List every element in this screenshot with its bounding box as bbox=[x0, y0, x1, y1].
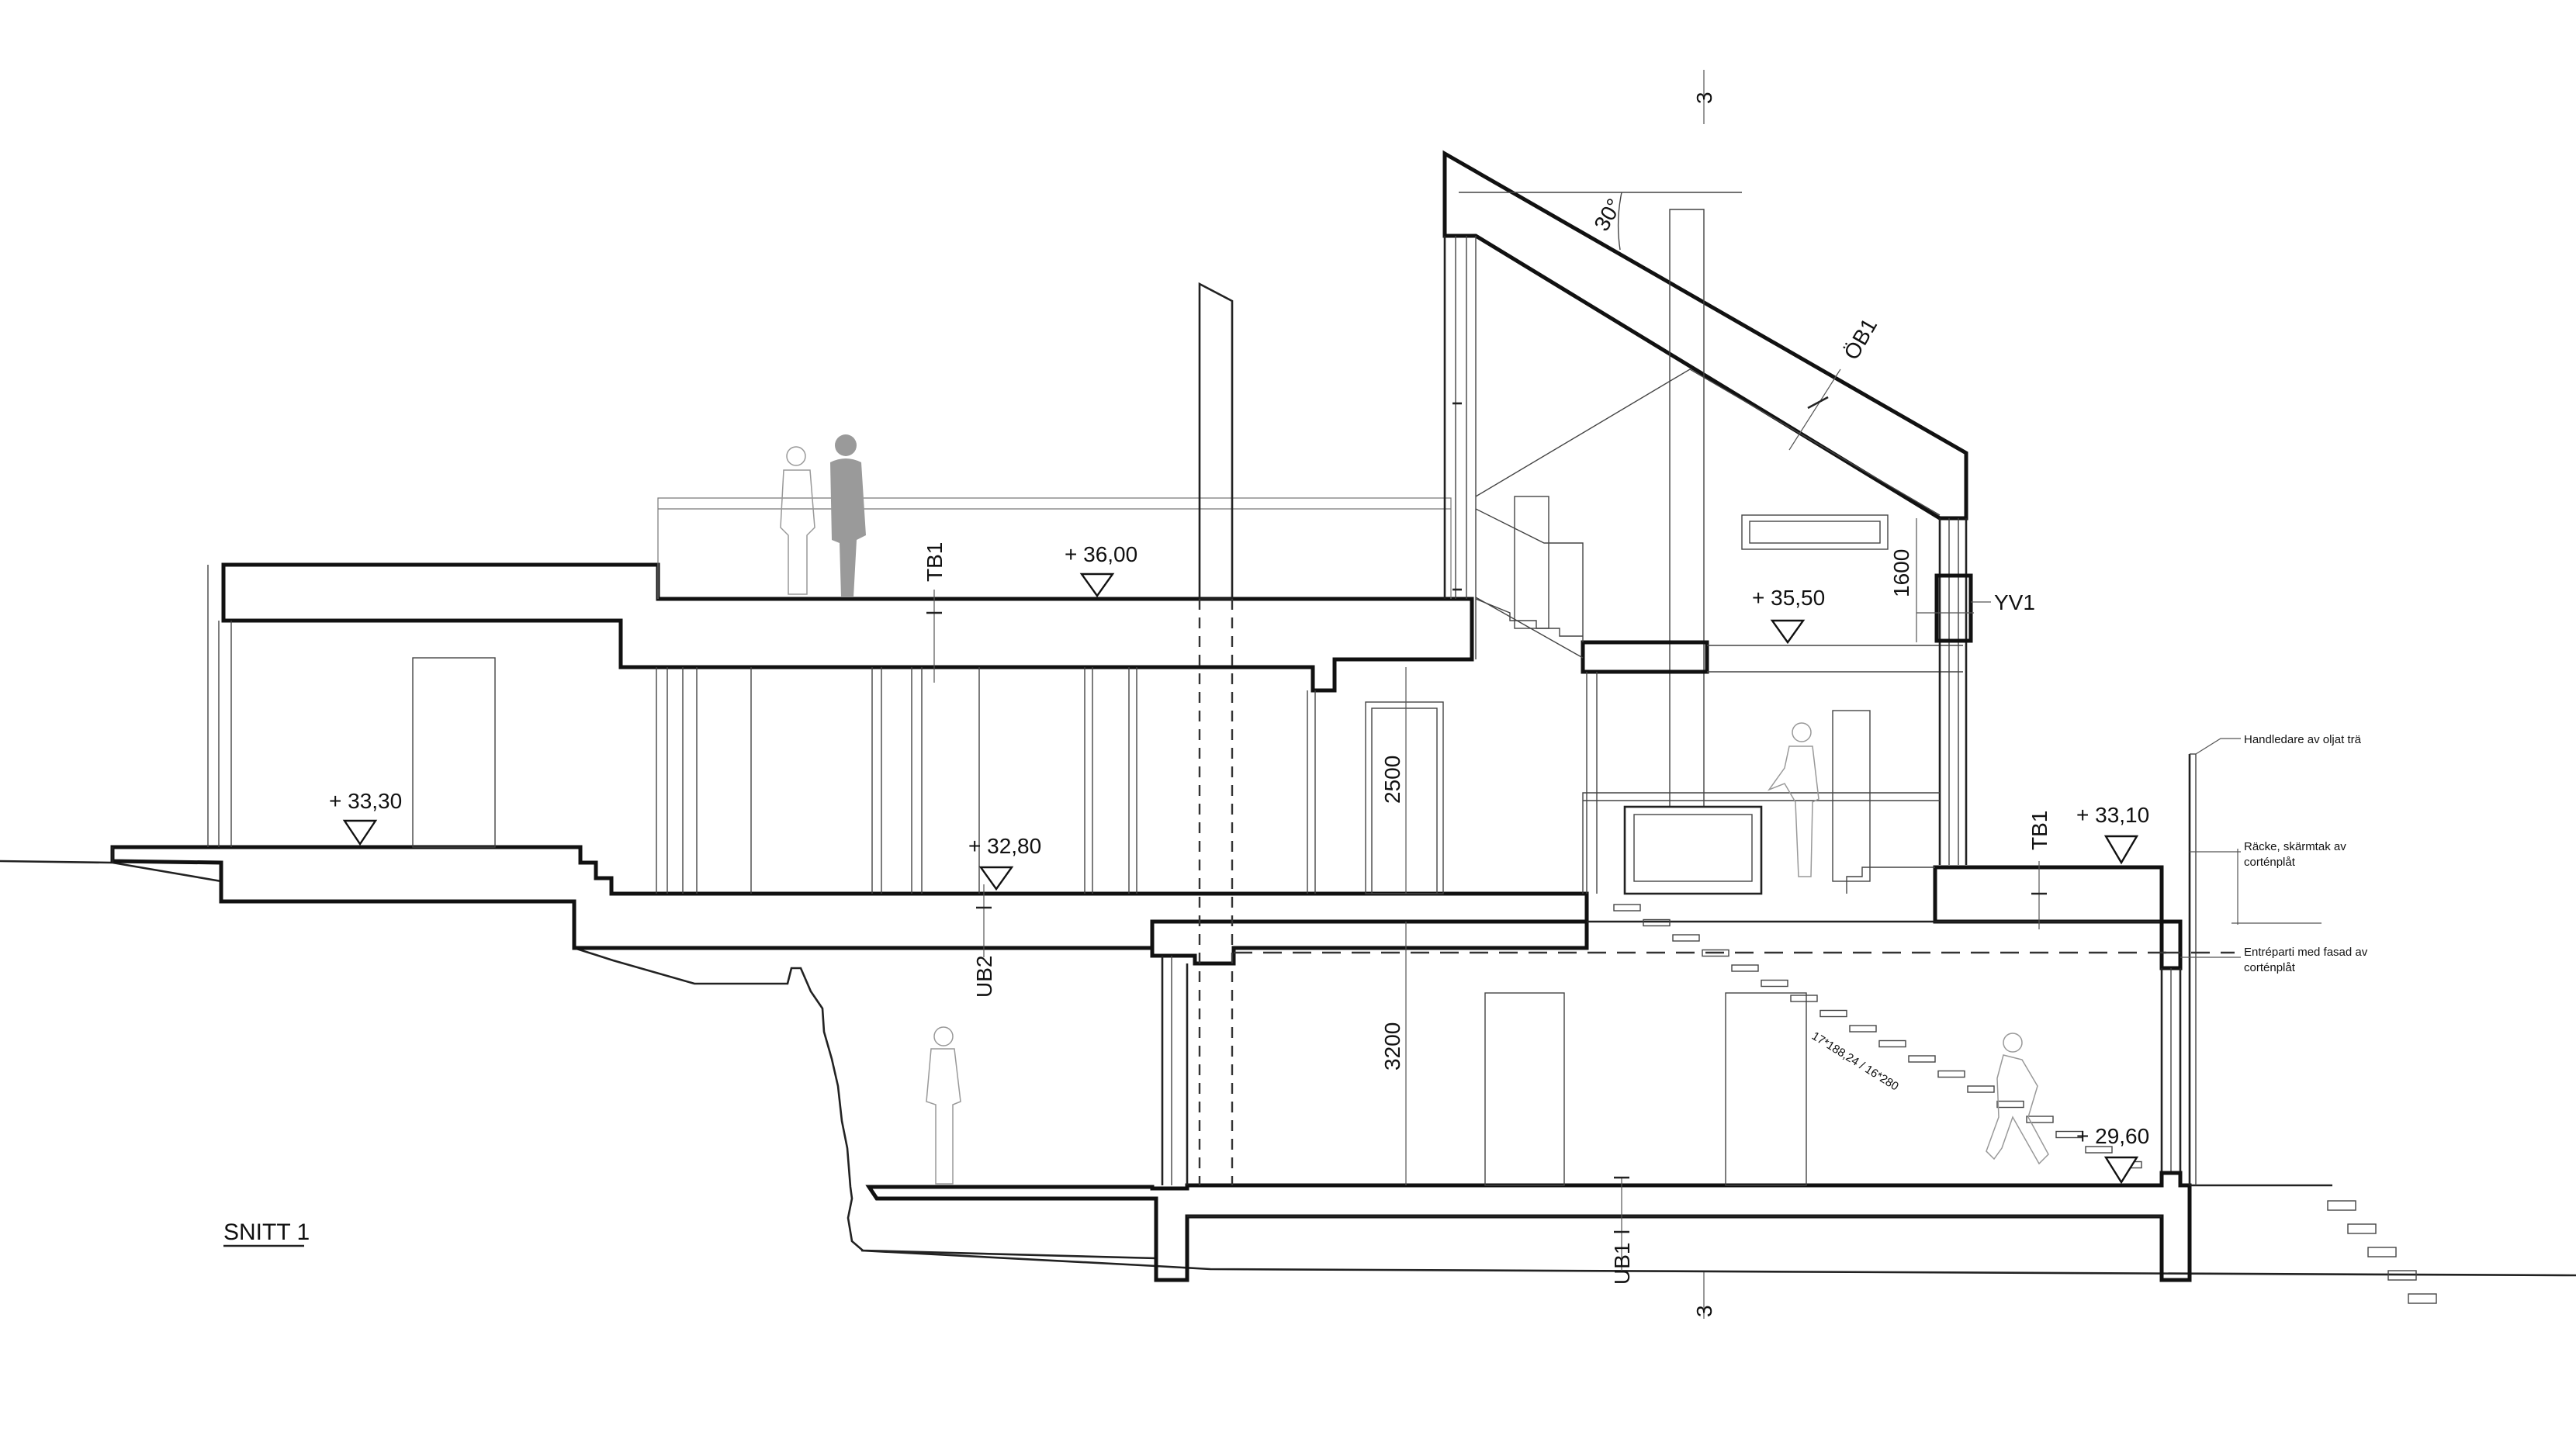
terrain-line-right bbox=[860, 1249, 2576, 1277]
right-room-door bbox=[1832, 710, 1871, 882]
note-handrail: Handledare av oljat trä bbox=[2244, 733, 2362, 746]
person-figure-basement-left bbox=[926, 1026, 961, 1185]
roof-terrace-railing bbox=[657, 497, 1452, 599]
exterior-step bbox=[2367, 1247, 2397, 1257]
level-left-terrace: + 33,30 bbox=[329, 789, 402, 813]
exterior-step bbox=[2387, 1270, 2417, 1281]
exterior-steps bbox=[2327, 1200, 2437, 1304]
fireplace bbox=[1623, 805, 1763, 895]
entrance-slab bbox=[1933, 865, 2164, 924]
label-tb1-right: TB1 bbox=[2027, 811, 2051, 850]
dim-1600: 1600 bbox=[1889, 549, 1913, 597]
entrance-steps bbox=[1846, 867, 1935, 894]
person-figure-basement-stair bbox=[1986, 1033, 2049, 1165]
basement-door-2 bbox=[1725, 992, 1807, 1186]
stair-tread bbox=[1672, 934, 1700, 942]
stair-tread bbox=[1643, 918, 1671, 927]
main-floor-door-inner bbox=[1371, 707, 1438, 894]
stair-tread bbox=[1908, 1055, 1936, 1063]
label-roof-ob1: ÖB1 bbox=[1839, 314, 1882, 364]
note-railing-1: Räcke, skärmtak av bbox=[2244, 840, 2346, 853]
section-mark-top: 3 bbox=[1692, 92, 1716, 104]
label-ub2: UB2 bbox=[972, 956, 996, 998]
basement-door-1 bbox=[1484, 992, 1565, 1186]
level-entrance: + 33,10 bbox=[2076, 803, 2149, 827]
stair-tread bbox=[1761, 979, 1788, 988]
dim-2500: 2500 bbox=[1380, 756, 1404, 804]
basement-stair bbox=[1613, 904, 2142, 1169]
dim-roof-angle: 30° bbox=[1589, 195, 1626, 235]
upper-door-left bbox=[1514, 496, 1549, 629]
left-terrace-slab bbox=[110, 845, 1589, 950]
dim-3200: 3200 bbox=[1380, 1022, 1404, 1071]
yv1-block bbox=[1934, 573, 1973, 643]
angle-arc bbox=[1617, 192, 1622, 251]
level-mark-upper bbox=[1770, 619, 1806, 645]
stair-tread bbox=[1790, 995, 1818, 1002]
basement-floor-slab bbox=[865, 1171, 2192, 1282]
exterior-step bbox=[2408, 1293, 2437, 1304]
level-mark-roof bbox=[1079, 573, 1115, 598]
note-entrance-2: corténplåt bbox=[2244, 961, 2296, 974]
stair-tread bbox=[1967, 1085, 1995, 1093]
level-mark-main bbox=[978, 866, 1014, 891]
interior-railing bbox=[1582, 792, 1940, 894]
terrain-line-left bbox=[0, 860, 222, 883]
note-entrance-1: Entréparti med fasad av bbox=[2244, 946, 2368, 959]
stair-tread bbox=[1819, 1009, 1847, 1018]
stair-tread bbox=[1996, 1100, 2024, 1109]
left-room-door bbox=[412, 657, 496, 848]
stair-tread bbox=[2055, 1130, 2083, 1139]
stair-tread bbox=[1878, 1040, 1906, 1048]
upper-stair-diag bbox=[1475, 597, 1584, 659]
upper-window bbox=[1741, 514, 1889, 550]
main-glazing bbox=[656, 667, 1316, 894]
ob1-leader bbox=[1788, 368, 1841, 451]
terrain-rock-profile bbox=[573, 946, 1158, 1272]
basement-right-wall bbox=[2159, 919, 2183, 970]
main-floor-door bbox=[1365, 701, 1444, 894]
stair-tread bbox=[1613, 904, 1641, 912]
upper-window-inner bbox=[1749, 521, 1881, 544]
drawing-title: SNITT 1 bbox=[223, 1219, 310, 1245]
label-yv1: YV1 bbox=[1994, 590, 2035, 614]
dim-stair: 17*188,24 / 16*280 bbox=[1809, 1029, 1901, 1093]
upper-stair bbox=[1475, 508, 1584, 642]
stair-tread bbox=[1849, 1025, 1877, 1033]
upper-stair-2 bbox=[1475, 598, 1583, 637]
label-tb1-left: TB1 bbox=[923, 542, 947, 582]
label-ub1: UB1 bbox=[1610, 1243, 1634, 1285]
note-railing-2: corténplåt bbox=[2244, 856, 2296, 869]
handrail-leader bbox=[2195, 738, 2241, 755]
stair-tread bbox=[2026, 1116, 2054, 1123]
level-mark-left bbox=[342, 819, 378, 846]
level-main-floor: + 32,80 bbox=[968, 834, 1041, 858]
fireplace-inner bbox=[1633, 814, 1753, 882]
level-basement: + 29,60 bbox=[2076, 1124, 2149, 1148]
upper-floor-slab bbox=[1581, 640, 1709, 674]
section-mark-bottom: 3 bbox=[1692, 1305, 1716, 1317]
stair-tread bbox=[1731, 964, 1759, 972]
level-roof-terrace: + 36,00 bbox=[1065, 542, 1137, 566]
stair-tread bbox=[1702, 949, 1729, 957]
stair-tread bbox=[2085, 1146, 2113, 1154]
interior-gable-ceiling bbox=[1475, 368, 1941, 516]
stair-tread bbox=[1937, 1070, 1965, 1078]
level-mark-entrance bbox=[2103, 835, 2139, 865]
exterior-step bbox=[2327, 1200, 2356, 1211]
person-figure-main bbox=[1767, 722, 1819, 877]
chimney-left bbox=[1198, 282, 1234, 600]
ob1-leader-tick bbox=[1807, 396, 1829, 410]
gable-roof-slab bbox=[1442, 150, 1968, 521]
level-upper-floor: + 35,50 bbox=[1752, 586, 1825, 610]
level-mark-basement bbox=[2103, 1156, 2139, 1185]
person-figure-roof-solid bbox=[830, 434, 866, 597]
basement-ceiling-slab bbox=[1150, 919, 1589, 966]
exterior-step bbox=[2347, 1223, 2377, 1234]
person-figure-roof-outline bbox=[780, 446, 815, 595]
